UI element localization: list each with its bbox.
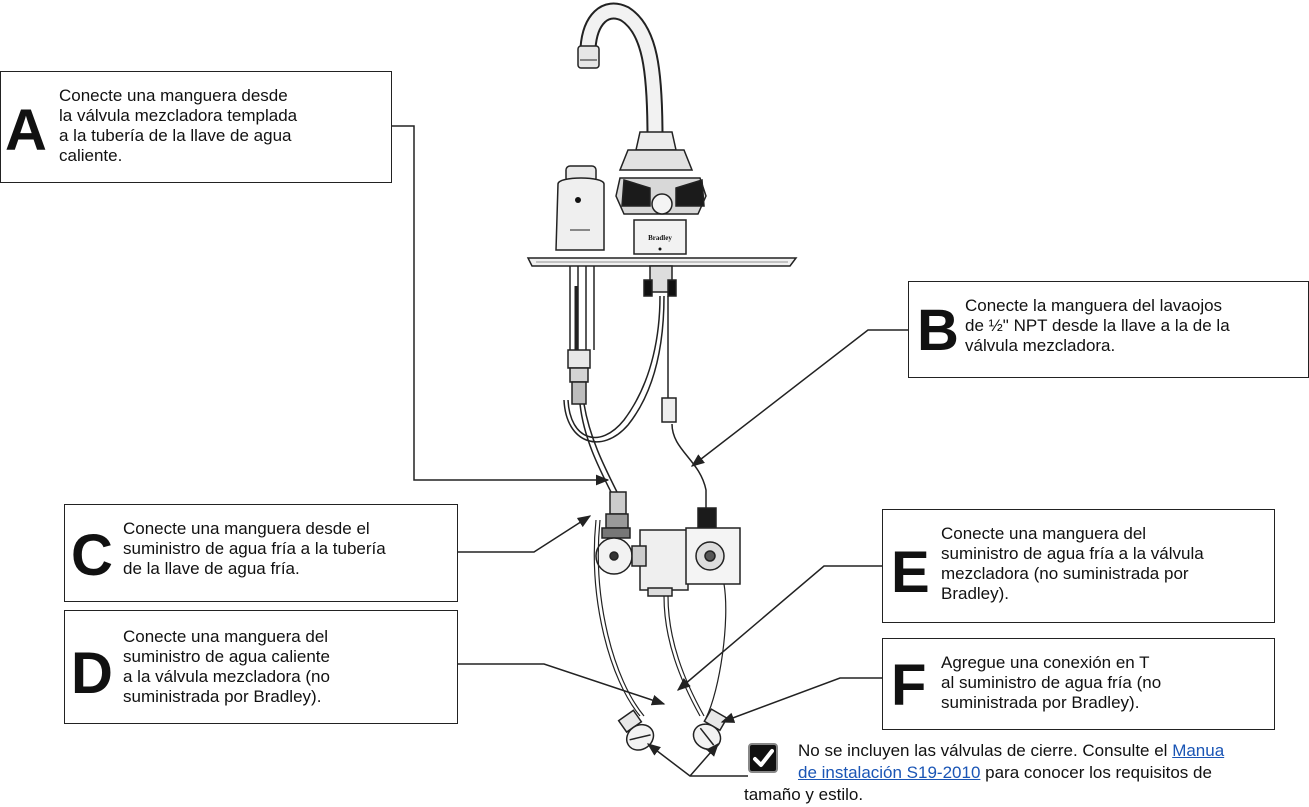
brand-label: Bradley <box>648 234 672 242</box>
callout-d-text: Conecte una manguera del suministro de a… <box>123 627 330 706</box>
callout-f-letter: F <box>891 653 927 718</box>
note-text-before: No se incluyen las válvulas de cierre. C… <box>798 741 1173 760</box>
callout-c-letter: C <box>71 523 113 588</box>
manual-link-part-2[interactable]: de instalación S19-2010 <box>798 763 981 782</box>
supply-hoses <box>563 265 707 539</box>
note-line-2: de instalación S19-2010 para conocer los… <box>798 762 1212 784</box>
deck-plate <box>526 257 798 267</box>
leader-b <box>690 329 908 467</box>
note-line-1: No se incluyen las válvulas de cierre. C… <box>798 740 1224 762</box>
note-text-after: para conocer los requisitos de <box>980 763 1212 782</box>
leader-a <box>392 125 610 486</box>
callout-d-letter: D <box>71 641 113 706</box>
leader-c <box>458 515 592 553</box>
callout-c-text: Conecte una manguera desde el suministro… <box>123 519 386 578</box>
callout-b-text: Conecte la manguera del lavaojos de ½" N… <box>965 296 1230 355</box>
leader-lines <box>392 125 908 777</box>
callout-e: E Conecte una manguera del suministro de… <box>882 509 1275 623</box>
checkmark-icon <box>748 743 778 773</box>
callout-d: D Conecte una manguera del suministro de… <box>64 610 458 724</box>
leader-note-right <box>689 742 719 777</box>
shutoff-valve-note: No se incluyen las válvulas de cierre. C… <box>740 740 1309 807</box>
callout-b-letter: B <box>917 298 959 363</box>
leader-note-left <box>646 743 748 777</box>
callout-c: C Conecte una manguera desde el suminist… <box>64 504 458 602</box>
leader-f <box>720 677 882 723</box>
manual-link-part-1[interactable]: Manua <box>1172 741 1225 760</box>
note-line-3: tamaño y estilo. <box>744 785 864 804</box>
faucet-body: Bradley <box>615 131 707 255</box>
callout-e-text: Conecte una manguera del suministro de a… <box>941 524 1204 603</box>
stop-valves <box>617 708 728 751</box>
leader-d <box>458 663 666 706</box>
callout-b: B Conecte la manguera del lavaojos de ½"… <box>908 281 1309 378</box>
leader-e <box>676 565 882 691</box>
callout-a-letter: A <box>5 98 47 163</box>
callout-a: A Conecte una manguera desde la válvula … <box>0 71 392 183</box>
callout-f-text: Agregue una conexión en T al suministro … <box>941 653 1162 712</box>
callout-e-letter: E <box>891 540 930 605</box>
mixing-valve <box>595 507 741 597</box>
callout-f: F Agregue una conexión en T al suministr… <box>882 638 1275 730</box>
sensor-tower <box>555 165 605 251</box>
callout-a-text: Conecte una manguera desde la válvula me… <box>59 86 298 165</box>
faucet-spout <box>577 2 664 139</box>
supply-lines <box>593 519 727 719</box>
